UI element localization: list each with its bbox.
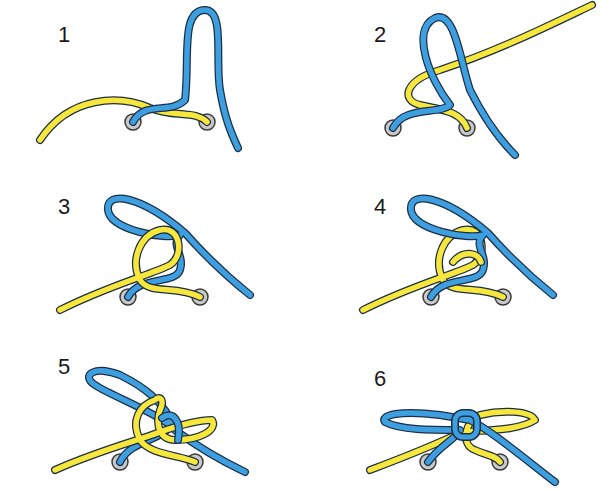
lace-outline: [133, 10, 238, 148]
step-1-figure: [40, 10, 238, 148]
lace-outline: [60, 229, 200, 310]
step-number: 1: [58, 24, 70, 46]
yellow-lace: [453, 254, 481, 262]
step-number: 6: [374, 368, 386, 390]
lace-outline: [55, 398, 213, 470]
knot: [455, 413, 477, 437]
blue-lace: [411, 198, 553, 297]
step-5-figure: [55, 371, 245, 472]
lace-outline: [393, 17, 515, 155]
step-3-figure: [60, 198, 250, 310]
step-2-figure: [385, 5, 592, 155]
step-4-figure: [363, 198, 553, 310]
lace-outline: [162, 415, 179, 440]
step-6-figure: [370, 412, 555, 482]
lace-outline: [453, 254, 481, 262]
lace-outline: [411, 198, 553, 297]
lace-outline: [384, 413, 555, 482]
step-number: 4: [374, 196, 386, 218]
yellow-lace: [55, 398, 213, 470]
blue-lace: [162, 415, 179, 440]
blue-lace: [393, 17, 515, 155]
knot-outline: [455, 413, 477, 437]
blue-lace: [133, 10, 238, 148]
step-number: 3: [58, 196, 70, 218]
step-number: 5: [58, 356, 70, 378]
blue-lace: [384, 413, 555, 482]
yellow-lace: [60, 229, 200, 310]
step-number: 2: [374, 24, 386, 46]
